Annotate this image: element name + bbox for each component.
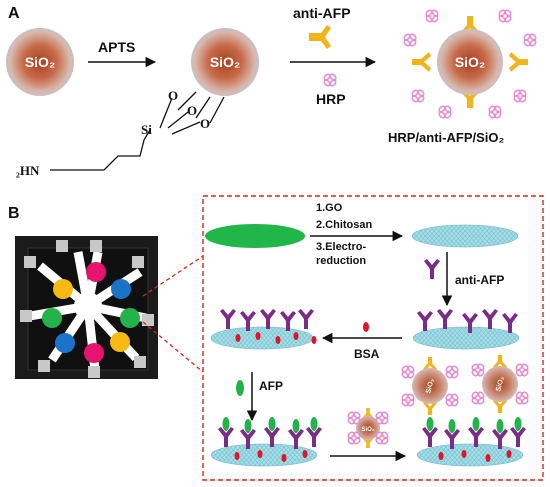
afp-label: AFP [259, 379, 283, 393]
nanoprobe-icon [346, 408, 390, 448]
product-label: HRP/anti-AFP/SiO₂ [388, 130, 505, 145]
sphere1-label: SiO₂ [25, 54, 55, 70]
oxygen-2: O [187, 103, 197, 118]
step-reduction: reduction [316, 255, 366, 267]
modified-electrode [411, 224, 519, 248]
anti-afp-reagent-icon [309, 25, 331, 49]
anti-afp-icon [424, 259, 440, 279]
apts-linker [50, 91, 225, 171]
apts-label: APTS [98, 39, 135, 55]
hrp-reagent-icon [322, 72, 338, 88]
silicon-atom: Si [141, 122, 152, 137]
bound-probe-right-label: SiO₂ [495, 376, 506, 392]
step-electro: 3.Electro- [316, 241, 366, 253]
afp-icon [236, 380, 244, 396]
antibody-electrode [412, 309, 520, 350]
zoom-detail-box [202, 195, 544, 481]
bound-nanoprobe-left [400, 357, 460, 415]
sphere3-label: SiO₂ [455, 54, 485, 70]
oxygen-3: O [200, 116, 210, 131]
anti-afp-reagent-label: anti-AFP [293, 5, 351, 21]
bound-nanoprobe-right [470, 355, 530, 413]
hrp-reagent-label: HRP [316, 91, 346, 107]
sandwich-electrode [416, 417, 526, 467]
amine-group: ₂HN [16, 163, 40, 178]
nanoprobe-label: SiO₂ [361, 427, 374, 433]
silica-sphere-conjugate [437, 29, 503, 95]
bare-electrode [205, 224, 305, 248]
panel-a-label: A [8, 5, 20, 22]
bsa-label: BSA [354, 347, 380, 361]
step-go: 1.GO [316, 202, 343, 214]
blocked-electrode [210, 309, 317, 350]
sphere2-label: SiO₂ [210, 54, 240, 70]
electrode-array-chip [15, 236, 158, 379]
silica-sphere-apts [191, 28, 259, 96]
bound-probe-left-label: SiO₂ [425, 378, 436, 394]
bsa-icon [363, 322, 369, 332]
zoom-line-bottom [142, 321, 204, 373]
anti-afp-step-label: anti-AFP [455, 273, 504, 287]
zoom-line-top [142, 255, 204, 297]
oxygen-1: O [168, 88, 178, 103]
panel-b-label: B [8, 205, 20, 222]
afp-captured-electrode [210, 417, 322, 467]
step-chitosan: 2.Chitosan [316, 219, 373, 231]
silica-sphere-bare [6, 28, 74, 96]
